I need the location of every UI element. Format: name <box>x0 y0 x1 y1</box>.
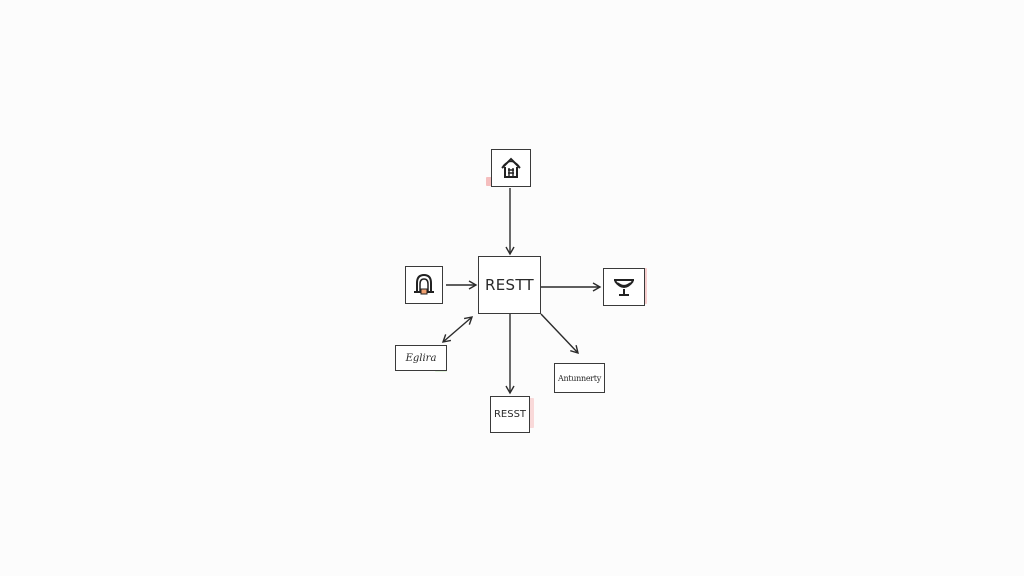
bell-icon <box>411 271 437 299</box>
lower-left-node-label: Eglira <box>405 352 437 364</box>
center-node: RESTT <box>478 256 541 314</box>
arrow-center-to-lower-right <box>540 313 579 355</box>
arrow-center-lower-left <box>441 316 474 343</box>
left-icon-node <box>405 266 443 304</box>
bowl-icon <box>610 275 638 299</box>
lower-left-node: Eglira <box>395 345 447 371</box>
red-tint-mark <box>527 398 534 428</box>
lower-right-node-label: Antunnerty <box>558 373 601 383</box>
house-icon <box>498 155 524 181</box>
bottom-node-label: RESST <box>493 409 527 420</box>
bottom-node: RESST <box>490 396 530 433</box>
lower-right-node: Antunnerty <box>554 363 605 393</box>
right-icon-node <box>603 268 645 306</box>
center-node-label: RESTT <box>485 276 534 294</box>
top-icon-node <box>491 149 531 187</box>
